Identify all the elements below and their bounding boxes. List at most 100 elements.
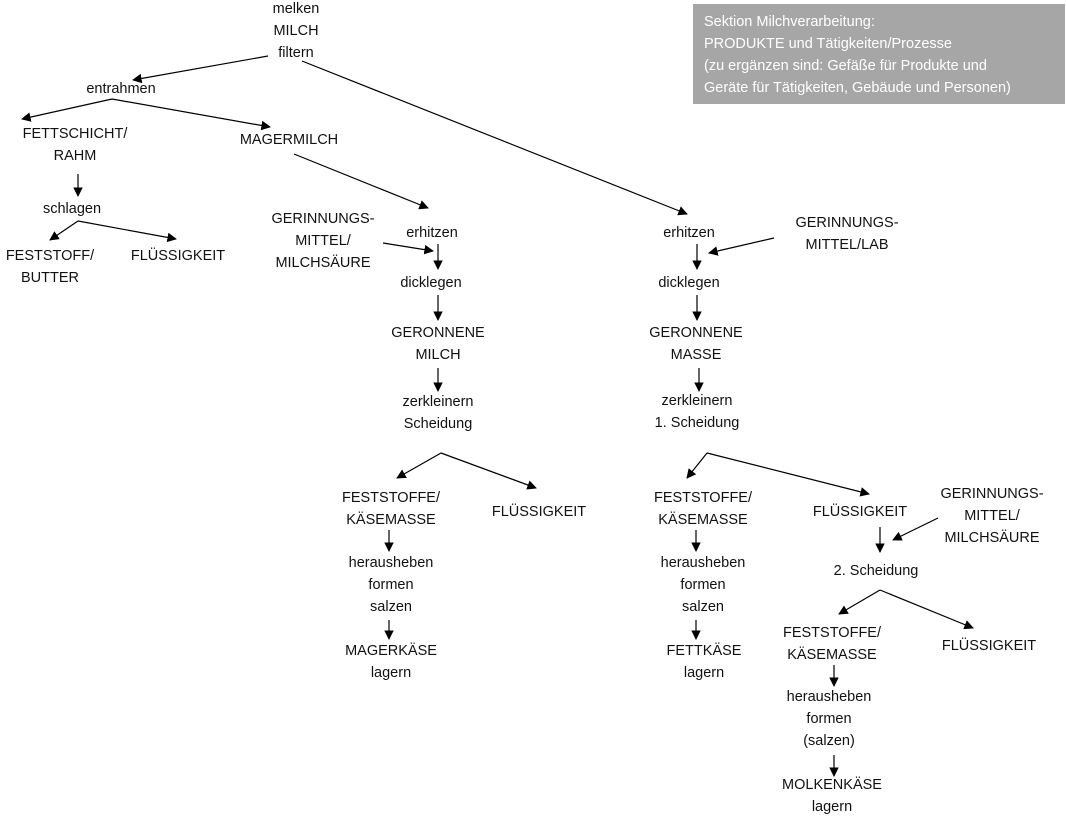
node-erhitzen-b: erhitzen xyxy=(663,222,715,244)
node-gerinnungsmittel-a: GERINNUNGS- MITTEL/ MILCHSÄURE xyxy=(271,208,374,274)
node-line: lagern xyxy=(811,799,853,815)
node-line: MITTEL/ xyxy=(964,508,1020,524)
node-line: FLÜSSIGKEIT xyxy=(130,248,226,264)
node-line: FESTSTOFFE/ xyxy=(341,490,441,506)
legend-line: Sektion Milchverarbeitung: xyxy=(704,14,875,30)
node-line: FETTSCHICHT/ xyxy=(22,126,128,142)
node-line: KÄSEMASSE xyxy=(658,512,748,528)
node-line: schlagen xyxy=(42,201,102,217)
node-line: FESTSTOFFE/ xyxy=(782,625,882,641)
node-line: GERINNUNGS- xyxy=(271,211,375,227)
node-line: Scheidung xyxy=(403,416,473,432)
connector-arrow xyxy=(132,55,269,84)
node-line: MILCHSÄURE xyxy=(275,255,371,271)
node-herausheben-c: herausheben formen (salzen) xyxy=(787,686,872,752)
node-line: FESTSTOFFE/ xyxy=(653,490,753,506)
node-gerinnungsmittel-c: GERINNUNGS- MITTEL/ MILCHSÄURE xyxy=(940,483,1043,549)
connector-arrow xyxy=(838,589,881,615)
node-line: filtern xyxy=(278,45,314,61)
node-line: zerkleinern xyxy=(402,394,474,410)
node-erhitzen-a: erhitzen xyxy=(406,222,458,244)
node-line: formen xyxy=(680,577,726,593)
node-line: dicklegen xyxy=(658,275,720,291)
node-line: FLÜSSIGKEIT xyxy=(491,504,587,520)
node-fluessigkeit-a: FLÜSSIGKEIT xyxy=(492,501,586,523)
node-geronnene-masse: GERONNENE MASSE xyxy=(649,322,742,366)
node-herausheben-a: herausheben formen salzen xyxy=(349,552,434,618)
node-fettschicht-rahm: FETTSCHICHT/ RAHM xyxy=(23,123,128,167)
node-line: MAGERMILCH xyxy=(239,132,339,148)
node-line: GERINNUNGS- xyxy=(940,486,1044,502)
node-line: MASSE xyxy=(670,347,722,363)
node-feststoffe-b: FESTSTOFFE/ KÄSEMASSE xyxy=(654,487,752,531)
node-fluessigkeit-b: FLÜSSIGKEIT xyxy=(813,501,907,523)
connector-arrow xyxy=(382,242,434,255)
node-line: 2. Scheidung xyxy=(833,563,919,579)
node-line: GERINNUNGS- xyxy=(795,215,899,231)
node-feststoff-butter: FESTSTOFF/ BUTTER xyxy=(6,245,94,289)
connector-arrow xyxy=(706,452,870,497)
node-molkenkaese: MOLKENKÄSE lagern xyxy=(782,774,882,818)
node-line: lagern xyxy=(370,665,412,681)
node-line: (salzen) xyxy=(803,733,855,749)
node-line: KÄSEMASSE xyxy=(787,647,877,663)
node-line: MOLKENKÄSE xyxy=(782,777,882,793)
node-magerkaese: MAGERKÄSE lagern xyxy=(345,640,437,684)
node-herausheben-b: herausheben formen salzen xyxy=(661,552,746,618)
node-line: dicklegen xyxy=(400,275,462,291)
node-line: formen xyxy=(368,577,414,593)
node-milch-start: melken MILCH filtern xyxy=(273,0,320,64)
connector-arrow xyxy=(49,220,79,241)
node-line: GERONNENE xyxy=(649,325,743,341)
node-line: erhitzen xyxy=(663,225,715,241)
node-line: BUTTER xyxy=(20,270,79,286)
node-line: lagern xyxy=(683,665,725,681)
connector-arrow xyxy=(708,237,775,256)
node-entrahmen: entrahmen xyxy=(86,78,155,100)
node-zerkleinern-a: zerkleinern Scheidung xyxy=(403,391,474,435)
node-line: salzen xyxy=(370,599,412,615)
node-scheidung-2: 2. Scheidung xyxy=(834,560,919,582)
node-line: GERONNENE xyxy=(391,325,485,341)
node-line: herausheben xyxy=(348,555,434,571)
node-feststoffe-a: FESTSTOFFE/ KÄSEMASSE xyxy=(342,487,440,531)
node-line: entrahmen xyxy=(86,81,156,97)
legend-line: Geräte für Tätigkeiten, Gebäude und Pers… xyxy=(704,80,1011,96)
node-line: FLÜSSIGKEIT xyxy=(941,638,1037,654)
node-line: MILCH xyxy=(415,347,461,363)
node-line: MILCH xyxy=(273,23,319,39)
connector-arrow xyxy=(879,589,974,630)
legend-line: (zu ergänzen sind: Gefäße für Produkte u… xyxy=(704,58,987,74)
node-line: RAHM xyxy=(53,148,97,164)
node-line: herausheben xyxy=(786,689,872,705)
node-line: KÄSEMASSE xyxy=(346,512,436,528)
node-line: FLÜSSIGKEIT xyxy=(812,504,908,520)
legend-box: Sektion Milchverarbeitung: PRODUKTE und … xyxy=(693,4,1065,104)
node-line: MAGERKÄSE xyxy=(345,643,437,659)
connector-arrow xyxy=(440,452,537,490)
connector-arrow xyxy=(892,517,939,541)
connector-arrow xyxy=(21,98,113,122)
node-feststoffe-c: FESTSTOFFE/ KÄSEMASSE xyxy=(783,622,881,666)
node-line: FESTSTOFF/ xyxy=(5,248,95,264)
node-line: herausheben xyxy=(660,555,746,571)
node-line: MILCHSÄURE xyxy=(944,530,1040,546)
node-fluessigkeit-c: FLÜSSIGKEIT xyxy=(942,635,1036,657)
connector-arrow xyxy=(111,98,271,131)
node-dicklegen-b: dicklegen xyxy=(658,272,719,294)
connector-arrow xyxy=(686,452,708,479)
connector-arrow xyxy=(77,220,177,243)
node-dicklegen-a: dicklegen xyxy=(400,272,461,294)
legend-line: PRODUKTE und Tätigkeiten/Prozesse xyxy=(704,36,952,52)
node-line: salzen xyxy=(682,599,724,615)
connector-arrow xyxy=(396,452,442,479)
node-line: 1. Scheidung xyxy=(654,415,740,431)
node-line: melken xyxy=(272,1,320,17)
node-geronnene-milch: GERONNENE MILCH xyxy=(391,322,484,366)
node-line: erhitzen xyxy=(406,225,458,241)
node-gerinnungsmittel-lab: GERINNUNGS- MITTEL/LAB xyxy=(795,212,898,256)
connector-arrow xyxy=(293,153,429,210)
node-zerkleinern-b: zerkleinern 1. Scheidung xyxy=(655,390,740,434)
